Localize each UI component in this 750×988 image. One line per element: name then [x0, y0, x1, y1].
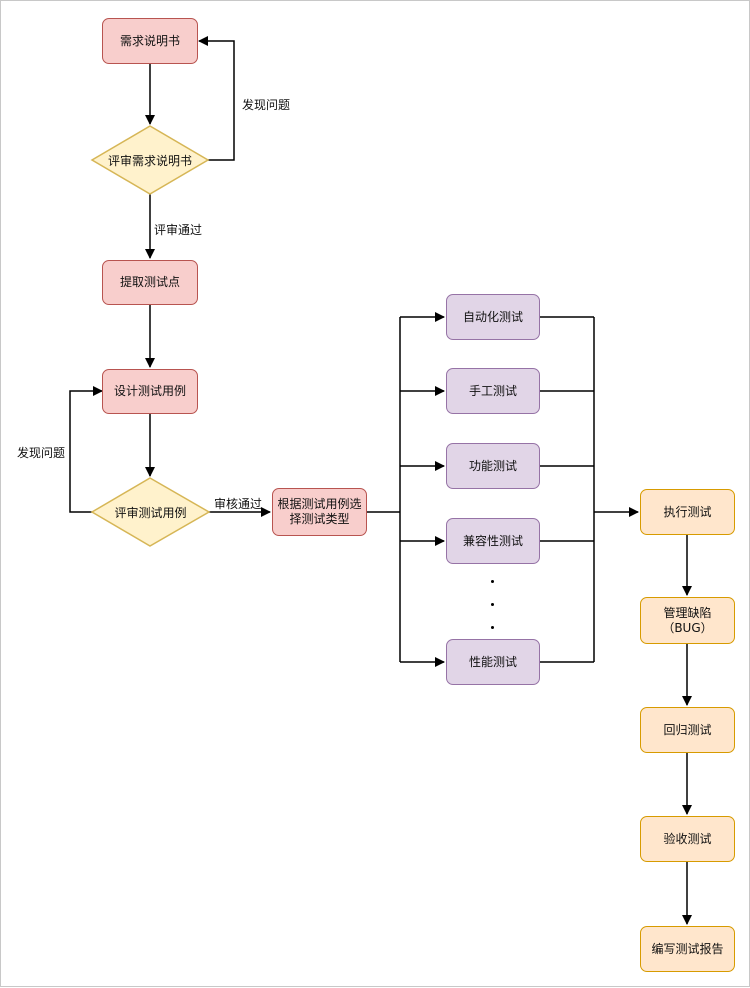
edge-label-found-issue-top: 发现问题	[242, 98, 291, 112]
node-performance-testing: 性能测试	[446, 639, 540, 685]
node-write-test-report: 编写测试报告	[640, 926, 735, 972]
node-execute-testing: 执行测试	[640, 489, 735, 535]
review-test-cases-diamond	[90, 477, 211, 547]
review-requirements-diamond	[90, 125, 210, 195]
node-manage-defects: 管理缺陷 （BUG）	[640, 597, 735, 644]
edge-label-review-passed: 评审通过	[154, 223, 203, 237]
ellipsis-dot	[491, 603, 494, 606]
node-acceptance-testing: 验收测试	[640, 816, 735, 862]
ellipsis-dot	[491, 626, 494, 629]
node-automated-testing: 自动化测试	[446, 294, 540, 340]
edge-review-back-to-spec	[198, 36, 235, 161]
node-requirements-spec: 需求说明书	[102, 18, 198, 64]
node-choose-test-type: 根据测试用例选 择测试类型	[272, 488, 367, 536]
node-manual-testing: 手工测试	[446, 368, 540, 414]
ellipsis-dot	[491, 580, 494, 583]
node-compatibility-testing: 兼容性测试	[446, 518, 540, 564]
edge-label-audit-passed: 审核通过	[214, 497, 263, 511]
edge-review-cases-back-to-design	[69, 386, 103, 513]
node-functional-testing: 功能测试	[446, 443, 540, 489]
edge-label-found-issue-left: 发现问题	[17, 446, 66, 460]
node-extract-test-points: 提取测试点	[102, 260, 198, 305]
node-design-test-cases: 设计测试用例	[102, 369, 198, 414]
node-regression-testing: 回归测试	[640, 707, 735, 753]
